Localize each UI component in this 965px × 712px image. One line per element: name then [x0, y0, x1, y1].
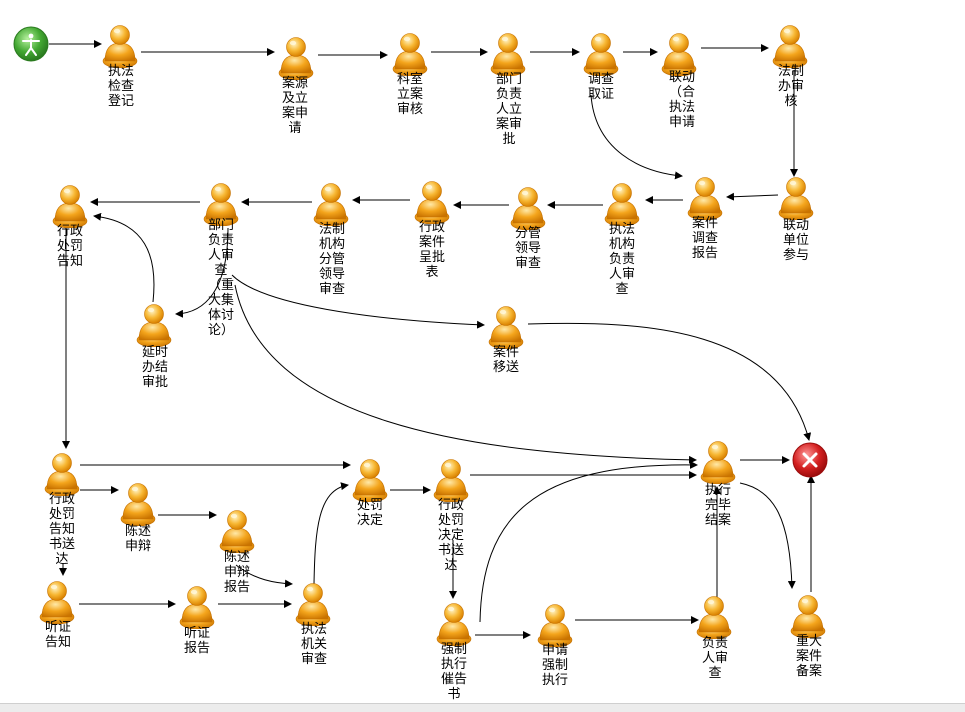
task-node-icon[interactable]	[770, 24, 810, 68]
task-node-label: 部门负责人审查（重大集体讨论）	[207, 218, 234, 338]
start-node[interactable]	[13, 26, 49, 62]
task-node-icon[interactable]	[217, 509, 257, 553]
task-node-label: 强制执行催告书	[440, 642, 467, 702]
task-node-label: 执法机关审查	[300, 622, 327, 667]
task-node-icon[interactable]	[50, 184, 90, 228]
task-node-label: 联动单位参与	[782, 218, 809, 263]
task-node-icon[interactable]	[431, 458, 471, 502]
task-node-label: 行政处罚告知书送达	[48, 492, 75, 567]
task-node-label: 法制办审核	[777, 64, 804, 109]
task-node-label: 行政案件呈批表	[418, 220, 445, 280]
task-node-icon[interactable]	[581, 32, 621, 76]
task-node-label: 调查取证	[587, 72, 614, 102]
task-node-icon[interactable]	[201, 182, 241, 226]
task-node-icon[interactable]	[390, 32, 430, 76]
task-node-icon[interactable]	[276, 36, 316, 80]
task-node-label: 执法检查登记	[107, 64, 134, 109]
task-node-label: 重大案件备案	[795, 634, 822, 679]
task-node-icon[interactable]	[776, 176, 816, 220]
task-node-icon[interactable]	[659, 32, 699, 76]
task-node-label: 延时办结审批	[141, 345, 168, 390]
task-node-label: 分管领导审查	[514, 226, 541, 271]
horizontal-scrollbar[interactable]	[0, 703, 965, 712]
task-node-label: 科室立案审核	[396, 72, 423, 117]
person-start-icon	[22, 33, 40, 56]
task-node-icon[interactable]	[698, 440, 738, 484]
task-node-label: 执法机构负责人审查	[608, 222, 635, 297]
task-node-icon[interactable]	[293, 582, 333, 626]
task-node-label: 陈述申辩报告	[223, 550, 250, 595]
task-node-icon[interactable]	[134, 303, 174, 347]
task-node-icon[interactable]	[350, 458, 390, 502]
task-node-icon[interactable]	[100, 24, 140, 68]
task-node-icon[interactable]	[508, 186, 548, 230]
task-node-icon[interactable]	[37, 580, 77, 624]
task-node-label: 行政处罚告知	[56, 224, 83, 269]
task-node-icon[interactable]	[488, 32, 528, 76]
end-node[interactable]	[792, 442, 828, 478]
task-node-label: 法制机构分管领导审查	[318, 222, 345, 297]
task-node-label: 案件移送	[492, 345, 519, 375]
task-node-label: 行政处罚决定书送达	[437, 498, 464, 573]
task-node-icon[interactable]	[694, 595, 734, 639]
task-node-icon[interactable]	[535, 603, 575, 647]
task-node-icon[interactable]	[602, 182, 642, 226]
connector-edges	[49, 40, 815, 639]
task-node-label: 部门负责人立案审批	[495, 72, 522, 147]
task-node-icon[interactable]	[788, 594, 828, 638]
task-node-label: 处罚决定	[356, 498, 383, 528]
task-node-label: 负责人审查	[701, 636, 728, 681]
task-node-label: 申请强制执行	[541, 643, 568, 688]
task-node-label: 联动（合执法申请	[668, 70, 695, 130]
task-node-icon[interactable]	[42, 452, 82, 496]
close-end-icon	[802, 452, 818, 468]
task-node-icon[interactable]	[311, 182, 351, 226]
task-node-icon[interactable]	[412, 180, 452, 224]
task-node-icon[interactable]	[685, 176, 725, 220]
task-node-label: 案件调查报告	[691, 216, 718, 261]
task-node-icon[interactable]	[118, 482, 158, 526]
task-node-label: 听证报告	[183, 626, 210, 656]
task-node-icon[interactable]	[177, 585, 217, 629]
task-node-label: 案源及立案申请	[281, 76, 308, 136]
task-node-label: 执行完毕结案	[704, 483, 731, 528]
task-node-label: 陈述申辩	[124, 524, 151, 554]
task-node-icon[interactable]	[434, 602, 474, 646]
task-node-icon[interactable]	[486, 305, 526, 349]
task-node-label: 听证告知	[44, 620, 71, 650]
